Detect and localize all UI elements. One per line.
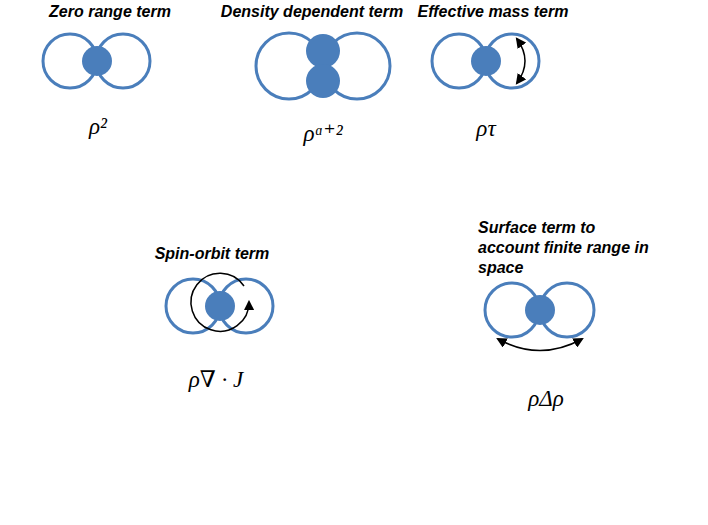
formula: ρΔρ (528, 386, 564, 412)
rotation-arrow (191, 273, 249, 331)
term-title: Effective mass term (418, 3, 569, 21)
formula: ρᵅ⁺² (303, 120, 342, 147)
formula: ρ∇ · J (189, 366, 244, 393)
formula: ρτ (476, 116, 495, 142)
contact-dot (306, 64, 340, 98)
term-title: Spin-orbit term (155, 245, 270, 263)
contact-dot (525, 295, 555, 325)
contact-dot (205, 291, 235, 321)
formula: ρ² (89, 114, 107, 140)
contact-dot (82, 46, 112, 76)
double-arrow (517, 39, 525, 83)
double-arrow (498, 339, 582, 351)
contact-dot (306, 34, 340, 68)
term-title: Surface term to account finite range in … (478, 218, 656, 278)
term-title: Zero range term (49, 3, 171, 21)
term-title: Density dependent term (221, 3, 403, 21)
contact-dot (471, 46, 501, 76)
